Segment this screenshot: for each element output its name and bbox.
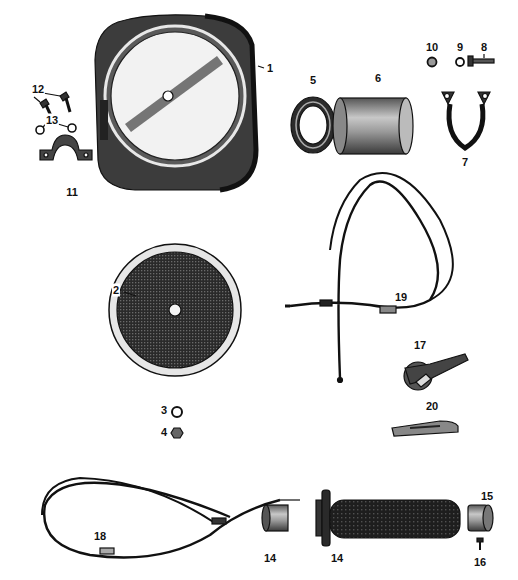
callout-number: 19: [394, 291, 408, 304]
callout-number: 6: [374, 72, 382, 85]
callout-number: 18: [93, 530, 107, 543]
callout-number: 20: [425, 400, 439, 413]
callout-number: 7: [461, 156, 469, 169]
callout-number: 12: [31, 83, 45, 96]
callout-number: 10: [425, 41, 439, 54]
callout-number: 9: [456, 41, 464, 54]
callout-number: 11: [65, 186, 79, 199]
callout-number: 3: [160, 404, 168, 417]
callout-number: 14: [330, 552, 344, 565]
callout-number: 1: [266, 62, 274, 75]
callout-number: 4: [160, 426, 168, 439]
callout-number: 17: [413, 339, 427, 352]
callout-number: 13: [45, 114, 59, 127]
callout-number: 15: [480, 490, 494, 503]
callout-number: 14: [263, 552, 277, 565]
callout-number: 2: [112, 284, 120, 297]
callout-number: 16: [473, 556, 487, 569]
callout-number: 8: [480, 41, 488, 54]
callout-number: 5: [309, 74, 317, 87]
